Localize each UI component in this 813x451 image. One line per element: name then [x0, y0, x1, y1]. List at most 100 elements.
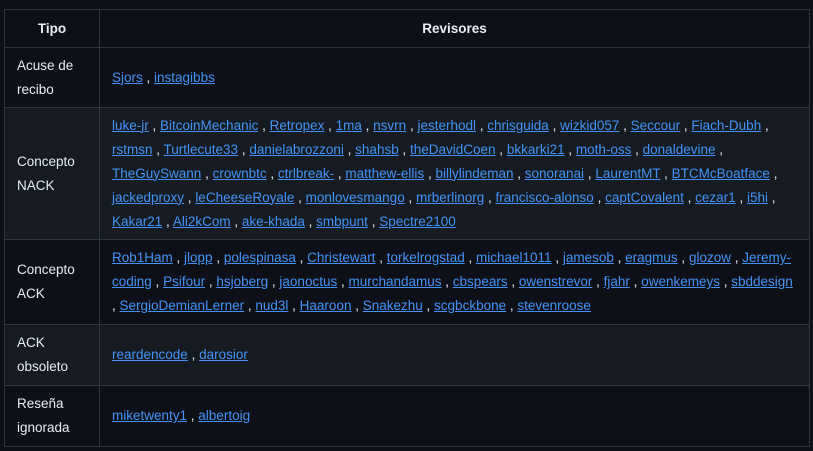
reviewer-link[interactable]: Retropex: [269, 117, 325, 133]
reviewer-link[interactable]: monlovesmango: [305, 189, 405, 205]
reviewers-cell: reardencode , darosior: [99, 324, 810, 386]
reviewer-link[interactable]: eragmus: [625, 250, 678, 265]
reviewer-link[interactable]: Psifour: [163, 274, 206, 289]
separator: ,: [735, 189, 747, 205]
separator: ,: [324, 117, 336, 133]
reviewer-link[interactable]: Haaroon: [299, 298, 352, 313]
reviewer-link[interactable]: jlopp: [184, 250, 213, 265]
reviewer-link[interactable]: miketwenty1: [112, 408, 188, 423]
header-tipo: Tipo: [4, 9, 100, 48]
reviewer-link[interactable]: michael1011: [476, 250, 552, 265]
reviewer-link[interactable]: theDavidCoen: [409, 141, 496, 157]
reviewer-link[interactable]: owenstrevor: [518, 274, 593, 289]
reviewer-link[interactable]: glozow: [688, 250, 731, 265]
reviewer-link[interactable]: bkkarki21: [506, 141, 565, 157]
reviewer-link[interactable]: darosior: [199, 347, 248, 362]
reviewer-link[interactable]: Ali2kCom: [172, 213, 231, 229]
reviewer-link[interactable]: Snakezhu: [362, 298, 423, 313]
type-label-line: NACK: [17, 177, 55, 193]
separator: ,: [551, 250, 563, 265]
reviewer-link[interactable]: ctrlbreak-: [277, 165, 335, 181]
reviewer-link[interactable]: luke-jr: [112, 117, 149, 133]
separator: ,: [201, 165, 213, 181]
reviewer-link[interactable]: Spectre2100: [379, 213, 456, 229]
reviewer-link[interactable]: i5hi: [746, 189, 768, 205]
separator: ,: [476, 117, 488, 133]
reviewer-link[interactable]: jaonoctus: [279, 274, 338, 289]
type-label-line: ACK: [17, 335, 45, 350]
reviewer-link[interactable]: cbspears: [452, 274, 508, 289]
reviewer-link[interactable]: SergioDemianLerner: [119, 298, 245, 313]
separator: ,: [288, 298, 300, 313]
reviewer-link[interactable]: Jeremy-coding: [112, 250, 791, 289]
reviewer-link[interactable]: LaurentMT: [595, 165, 661, 181]
reviewer-link[interactable]: rstmsn: [112, 141, 153, 157]
separator: ,: [351, 298, 363, 313]
reviewer-link[interactable]: owenkemeys: [641, 274, 720, 289]
reviewer-link[interactable]: francisco-alonso: [495, 189, 594, 205]
reviewer-link[interactable]: BTCMcBoatface: [671, 165, 770, 181]
reviewer-link[interactable]: Kakar21: [112, 213, 163, 229]
reviewer-link[interactable]: moth-oss: [575, 141, 632, 157]
reviewer-link[interactable]: Seccour: [630, 117, 681, 133]
reviewer-link[interactable]: ake-khada: [241, 213, 305, 229]
reviewer-link[interactable]: shahsb: [355, 141, 399, 157]
reviewer-link[interactable]: billylindeman: [435, 165, 514, 181]
reviewer-link[interactable]: nud3l: [255, 298, 289, 313]
reviewer-link[interactable]: torkelrogstad: [386, 250, 465, 265]
separator: ,: [337, 274, 349, 289]
reviewer-link[interactable]: reardencode: [112, 347, 188, 362]
separator: ,: [238, 141, 250, 157]
separator: ,: [343, 141, 356, 157]
separator: ,: [367, 213, 380, 229]
reviewer-link[interactable]: hsjoberg: [216, 274, 269, 289]
reviewer-link[interactable]: albertoig: [198, 408, 251, 423]
reviewer-link[interactable]: captCovalent: [605, 189, 684, 205]
reviewer-link[interactable]: sbddesign: [731, 274, 793, 289]
reviewer-link[interactable]: Rob1Ham: [112, 250, 173, 265]
separator: ,: [660, 165, 672, 181]
reviewer-link[interactable]: sonoranai: [524, 165, 585, 181]
reviewer-link[interactable]: chrisguida: [487, 117, 549, 133]
separator: ,: [151, 274, 164, 289]
reviewer-link[interactable]: danielabrozzoni: [249, 141, 344, 157]
separator: ,: [361, 117, 374, 133]
reviewer-link[interactable]: Christewart: [307, 250, 376, 265]
separator: ,: [464, 250, 477, 265]
reviewer-link[interactable]: matthew-ellis: [345, 165, 425, 181]
reviewer-link[interactable]: smbpunt: [316, 213, 368, 229]
reviewer-link[interactable]: cezar1: [695, 189, 736, 205]
reviewer-link[interactable]: 1ma: [335, 117, 362, 133]
reviewer-link[interactable]: fjahr: [603, 274, 630, 289]
reviewer-link[interactable]: nsvrn: [373, 117, 407, 133]
reviewer-link[interactable]: jamesob: [562, 250, 614, 265]
reviewer-link[interactable]: leCheeseRoyale: [195, 189, 295, 205]
reviewer-link[interactable]: Fiach-Dubh: [691, 117, 762, 133]
reviewer-link[interactable]: polespinasa: [223, 250, 296, 265]
reviewer-link[interactable]: BitcoinMechanic: [160, 117, 259, 133]
separator: ,: [295, 250, 308, 265]
separator: ,: [184, 189, 196, 205]
reviewer-link[interactable]: jackedproxy: [112, 189, 185, 205]
separator: ,: [593, 189, 606, 205]
reviewer-link[interactable]: scgbckbone: [434, 298, 507, 313]
reviewer-link[interactable]: wizkid057: [560, 117, 620, 133]
reviewer-link[interactable]: murchandamus: [348, 274, 442, 289]
reviewer-link[interactable]: mrberlinorg: [415, 189, 485, 205]
reviewer-link[interactable]: Sjors: [112, 69, 143, 85]
reviewer-link[interactable]: crownbtc: [212, 165, 267, 181]
separator: ,: [406, 117, 418, 133]
reviewer-link[interactable]: Turtlecute33: [163, 141, 239, 157]
separator: ,: [375, 250, 387, 265]
reviewer-link[interactable]: donaldevine: [642, 141, 716, 157]
reviewer-link[interactable]: jesterhodl: [417, 117, 476, 133]
reviewer-link[interactable]: stevenroose: [517, 298, 591, 313]
reviewer-link[interactable]: TheGuySwann: [112, 165, 202, 181]
reviewer-link[interactable]: instagibbs: [154, 69, 215, 85]
